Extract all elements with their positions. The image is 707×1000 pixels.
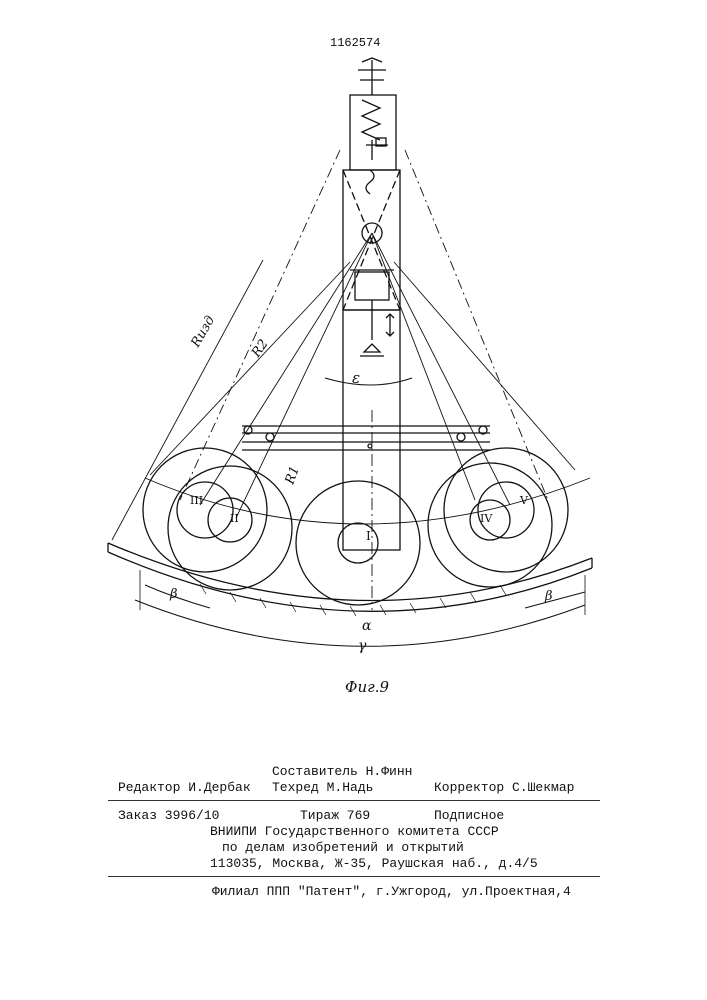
roll-label-1: I [366, 529, 371, 543]
label-r1: R1 [282, 464, 303, 487]
proofreader-line: Корректор С.Шекмар [434, 780, 574, 795]
roll-label-3: III [190, 494, 203, 507]
label-beta-left: β [169, 587, 178, 602]
hinge-support [364, 344, 380, 352]
label-beta-right: β [544, 589, 553, 604]
org-line-2: по делам изобретений и открытий [222, 840, 464, 855]
label-r-izd: Rизд [188, 313, 218, 350]
figure-caption: Фиг.9 [345, 678, 389, 696]
label-r2: R2 [248, 337, 271, 361]
beta-right-arc [525, 592, 585, 608]
divider-2 [108, 876, 600, 877]
order-line: Заказ 3996/10 [118, 808, 219, 823]
subscription-line: Подписное [434, 808, 504, 823]
drive-screw-assembly [350, 58, 396, 194]
label-gamma: γ [358, 638, 367, 654]
tech-editor-line: Техред М.Надь [272, 780, 373, 795]
circulation-line: Тираж 769 [300, 808, 370, 823]
editor-line: Редактор И.Дербак [118, 780, 251, 795]
roll-center [296, 481, 420, 605]
roll-group-left [143, 448, 292, 590]
compiler-line: Составитель Н.Финн [272, 764, 412, 779]
balance-bar [242, 426, 490, 450]
roll-label-5: V [519, 494, 529, 507]
label-alpha: α [362, 618, 372, 634]
product-strip [108, 543, 592, 611]
divider-1 [108, 800, 600, 801]
address-line: 113035, Москва, Ж-35, Раушская наб., д.4… [210, 856, 538, 871]
vertical-arm [343, 310, 400, 550]
branch-line: Филиал ППП "Патент", г.Ужгород, ул.Проек… [212, 884, 571, 899]
org-line-1: ВНИИПИ Государственного комитета СССР [210, 824, 499, 839]
label-epsilon: ε [352, 369, 360, 387]
roll-label-4: IV [480, 512, 493, 525]
technical-drawing: Rизд R2 R1 ε α β β γ I II III IV V Фиг.9 [0, 0, 707, 700]
roll-label-2: II [230, 512, 239, 525]
